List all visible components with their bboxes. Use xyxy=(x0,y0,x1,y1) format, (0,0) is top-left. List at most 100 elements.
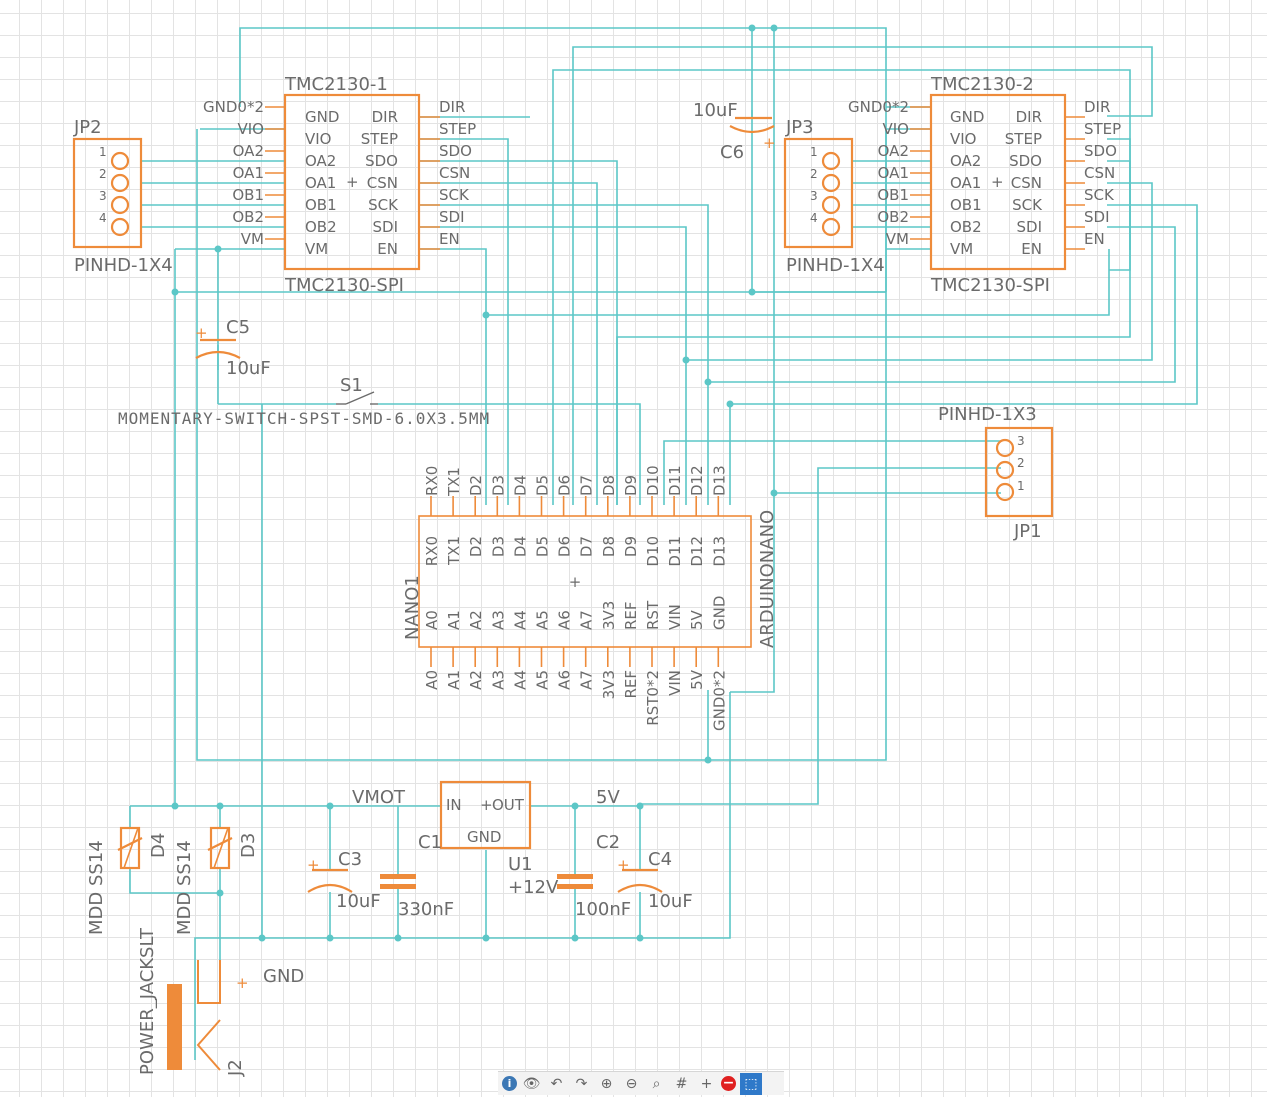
jp3-pin-3-label: 3 xyxy=(810,189,818,203)
nano-top-net-label: D3 xyxy=(489,475,507,496)
diode-d3[interactable]: D3 MDD SS14 xyxy=(174,826,259,935)
wires xyxy=(129,27,1198,1060)
nano-bottom-pin-label: A4 xyxy=(511,610,529,630)
nano-top-net-label: TX1 xyxy=(445,467,463,497)
select-icon[interactable]: ⬚ xyxy=(740,1072,762,1095)
eye-icon[interactable]: 👁 xyxy=(522,1075,541,1092)
tmc2-net-label: VM xyxy=(886,230,909,248)
d4-value: MDD SS14 xyxy=(86,840,107,935)
tmc2-pin-label: VM xyxy=(950,240,973,258)
nano-top-pin-label: D6 xyxy=(556,536,574,557)
nano-value: ARDUINONANO xyxy=(757,510,778,648)
nano-top-net-label: D7 xyxy=(578,475,596,496)
jp2-pin-2-label: 2 xyxy=(99,167,107,181)
d3-name: D3 xyxy=(238,833,259,858)
capacitor-c4[interactable]: + C4 10uF xyxy=(617,849,693,912)
info-icon[interactable]: i xyxy=(502,1076,517,1091)
tmc2-net-label: OA2 xyxy=(878,142,909,160)
jp1-name: JP1 xyxy=(1013,521,1042,542)
tmc1-left-outer-labels: GND0*2 VIO OA2 OA1 OB1 OB2 VM xyxy=(203,98,264,248)
nano-top-pin-label: D2 xyxy=(467,536,485,557)
tmc1-origin-cross: + xyxy=(346,173,359,191)
tmc2-pin-label: EN xyxy=(1021,240,1042,258)
tmc1-net-label: VM xyxy=(241,230,264,248)
net-label-gnd: GND xyxy=(263,966,304,987)
u1-origin-cross: + xyxy=(480,796,493,814)
tmc2-left-outer-labels: GND0*2 VIO OA2 OA1 OB1 OB2 VM xyxy=(848,98,909,248)
nano-top-net-label: RX0 xyxy=(423,466,441,496)
net-label-5v: 5V xyxy=(596,787,620,808)
capacitor-c2[interactable]: C2 100nF xyxy=(557,832,631,920)
tmc2-pin-label: GND xyxy=(950,108,984,126)
diode-d4[interactable]: D4 MDD SS14 xyxy=(86,826,169,935)
nano-bottom-net-label: VIN xyxy=(666,670,684,696)
undo-icon[interactable]: ↶ xyxy=(550,1075,563,1092)
nano-top-net-label: D2 xyxy=(467,475,485,496)
nano-top-pin-label: D8 xyxy=(600,536,618,557)
power-jack-j2[interactable]: + GND POWER_JACKSLT J2 xyxy=(137,927,304,1077)
nano-bottom-net-label: 3V3 xyxy=(600,670,618,699)
driver-tmc2130-2[interactable]: TMC2130-2 TMC2130-SPI + GND VIO OA2 OA1 … xyxy=(848,74,1121,296)
tmc2-net-label: CSN xyxy=(1084,164,1115,182)
capacitor-c6[interactable]: + 10uF C6 xyxy=(693,100,776,163)
delete-icon[interactable]: − xyxy=(721,1075,736,1091)
nano-top-pin-label: D3 xyxy=(489,536,507,557)
capacitor-c1[interactable]: C1 330nF xyxy=(380,832,454,920)
tmc1-net-label: OB1 xyxy=(232,186,264,204)
tmc1-left-inner-labels: GND VIO OA2 OA1 OB1 OB2 VM xyxy=(305,108,339,258)
connector-jp2[interactable]: 1 2 3 4 JP2 PINHD-1X4 xyxy=(72,117,173,276)
connector-jp1[interactable]: 3 2 1 PINHD-1X3 JP1 xyxy=(938,404,1054,542)
tmc2-pin-label: SDO xyxy=(1009,152,1042,170)
nano-name: NANO1 xyxy=(402,575,423,640)
switch-s1[interactable]: S1 MOMENTARY-SWITCH-SPST-SMD-6.0X3.5MM xyxy=(118,375,490,428)
grid-icon[interactable]: # xyxy=(675,1075,688,1092)
j2-value: POWER_JACKSLT xyxy=(137,927,158,1075)
d4-name: D4 xyxy=(148,833,169,858)
connector-jp3[interactable]: 1 2 3 4 JP3 PINHD-1X4 xyxy=(783,117,885,276)
redo-icon[interactable]: ↷ xyxy=(575,1075,588,1092)
s1-value: MOMENTARY-SWITCH-SPST-SMD-6.0X3.5MM xyxy=(118,409,490,428)
tmc1-pin-label: SCK xyxy=(368,196,399,214)
nano-bottom-pin-label: A3 xyxy=(489,610,507,630)
tmc1-net-label: OA1 xyxy=(233,164,264,182)
tmc2-origin-cross: + xyxy=(991,173,1004,191)
driver-tmc2130-1[interactable]: TMC2130-1 TMC2130-SPI + GND VIO OA2 OA1 … xyxy=(203,74,476,296)
arduino-nano[interactable]: RX0RX0A0A0TX1TX1A1A1D2D2A2A2D3D3A3A3D4D4… xyxy=(402,465,778,731)
zoom-out-icon[interactable]: ⊖ xyxy=(625,1075,638,1092)
jp2-name: JP2 xyxy=(73,117,102,138)
tmc2-net-label: STEP xyxy=(1084,120,1121,138)
nano-bottom-net-label: A1 xyxy=(445,670,463,690)
nano-bottom-pin-label: GND xyxy=(710,596,728,630)
c5-polarity-mark: + xyxy=(195,324,208,342)
nano-top-pin-label: D7 xyxy=(578,536,596,557)
zoom-in-icon[interactable]: ⊕ xyxy=(600,1075,613,1092)
capacitor-c5[interactable]: + C5 10uF xyxy=(195,317,271,379)
tmc1-pin-label: EN xyxy=(377,240,398,258)
tmc1-net-label: GND0*2 xyxy=(203,98,264,116)
tmc1-pin-label: SDO xyxy=(365,152,398,170)
nano-bottom-net-label: A4 xyxy=(511,670,529,690)
tmc2-pin-label: SCK xyxy=(1012,196,1043,214)
nano-top-pin-label: D9 xyxy=(622,536,640,557)
nano-bottom-pin-label: A6 xyxy=(556,610,574,630)
nano-top-pin-label: D5 xyxy=(534,536,552,557)
c3-polarity-mark: + xyxy=(307,856,320,874)
add-icon[interactable]: + xyxy=(700,1075,713,1092)
nano-bottom-net-label: A6 xyxy=(556,670,574,690)
c1-name: C1 xyxy=(418,832,442,853)
capacitor-c3[interactable]: + C3 10uF xyxy=(307,849,381,912)
nano-origin-cross: + xyxy=(569,573,582,591)
tmc1-pin-label: GND xyxy=(305,108,339,126)
zoom-fit-icon[interactable]: ⌕ xyxy=(652,1075,661,1092)
c5-name: C5 xyxy=(226,317,250,338)
u1-name: U1 xyxy=(508,854,533,875)
nano-top-pin-label: D11 xyxy=(666,536,684,567)
nano-bottom-net-label: GND0*2 xyxy=(710,670,728,731)
jp3-pin-1-label: 1 xyxy=(810,145,818,159)
nano-bottom-net-label: A0 xyxy=(423,670,441,690)
tmc1-right-inner-labels: DIR STEP SDO CSN SCK SDI EN xyxy=(361,108,399,258)
nano-bottom-net-label: REF xyxy=(622,670,640,699)
c5-value: 10uF xyxy=(226,358,271,379)
regulator-u1[interactable]: IN + OUT GND U1 +12V xyxy=(439,780,559,898)
